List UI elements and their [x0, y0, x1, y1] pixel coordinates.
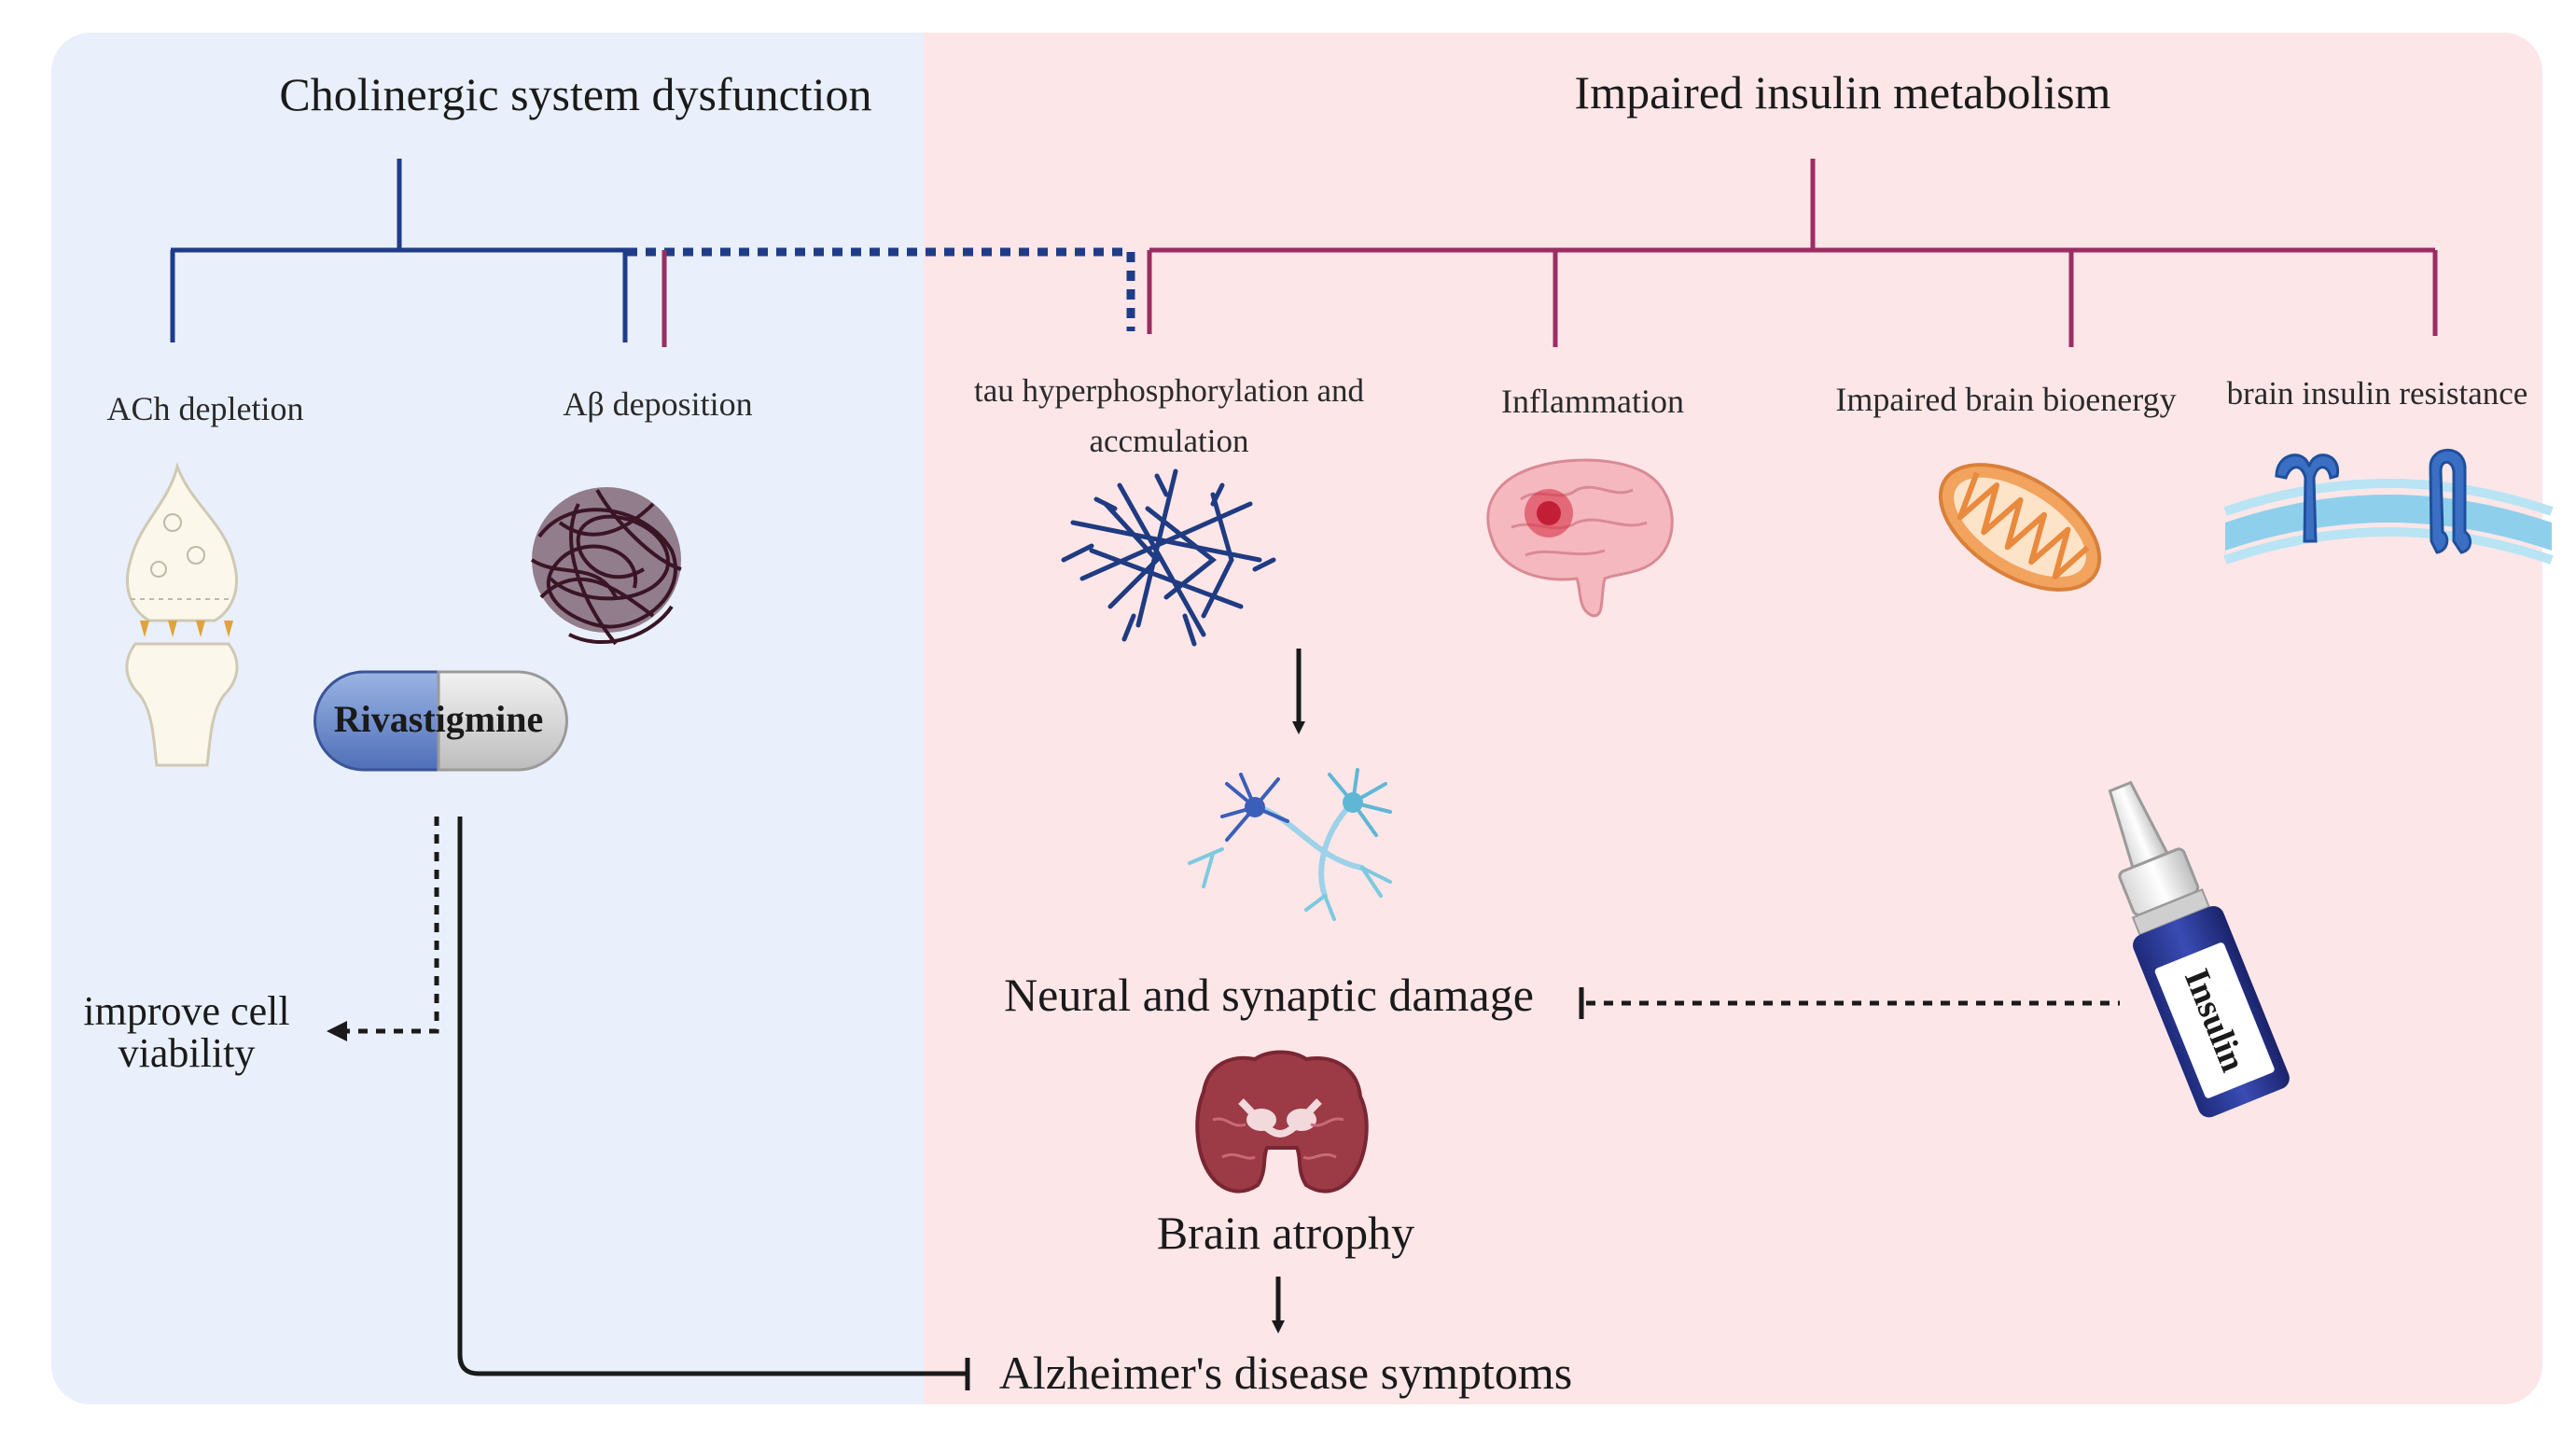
- inflammation-label: Inflammation: [1501, 383, 1684, 420]
- neuron-icon: [1188, 768, 1392, 921]
- bioenergy-label: Impaired brain bioenergy: [1835, 381, 2176, 418]
- rivastigmine-label: Rivastigmine: [334, 698, 543, 740]
- cholinergic-title: Cholinergic system dysfunction: [279, 68, 871, 120]
- improve-viability-line2: viability: [118, 1030, 256, 1076]
- tau-label-line2: accmulation: [1089, 423, 1248, 459]
- brain-atrophy-label: Brain atrophy: [1157, 1207, 1414, 1259]
- insulin-panel: [597, 33, 2542, 1404]
- tau-label-line1: tau hyperphosphorylation and: [974, 372, 1364, 409]
- mitochondrion-icon: [1938, 463, 2102, 592]
- insulin-receptor-icon: [2223, 448, 2554, 565]
- insulin-resistance-label: brain insulin resistance: [2227, 375, 2528, 412]
- amyloid-plaque-icon: [530, 487, 682, 646]
- insulin-tree: [661, 159, 2438, 347]
- improve-viability-line1: improve cell: [83, 988, 289, 1034]
- ach-depletion-label: ACh depletion: [107, 390, 304, 427]
- rivastigmine-inhibition-line: [457, 817, 966, 1376]
- ad-symptoms-label: Alzheimer's disease symptoms: [999, 1347, 1572, 1399]
- insulin-metabolism-title: Impaired insulin metabolism: [1575, 66, 2111, 119]
- synapse-icon: [125, 461, 239, 767]
- rivastigmine-improve-arrow: [341, 817, 439, 1034]
- cholinergic-tree: [170, 159, 628, 342]
- neural-damage-label: Neural and synaptic damage: [1004, 969, 1534, 1021]
- inflamed-brain-icon: [1486, 458, 1674, 618]
- nasal-spray-icon: Insulin: [2108, 780, 2290, 1118]
- improve-arrowhead: [327, 1021, 347, 1041]
- rivastigmine-capsule-icon: Rivastigmine: [313, 670, 568, 772]
- brain-atrophy-icon: [1195, 1050, 1369, 1194]
- cholinergic-dotted-link: [627, 247, 1135, 331]
- abeta-deposition-label: Aβ deposition: [563, 385, 752, 423]
- cholinergic-panel-edge: [840, 33, 924, 1404]
- tau-tangle-icon: [1061, 468, 1276, 647]
